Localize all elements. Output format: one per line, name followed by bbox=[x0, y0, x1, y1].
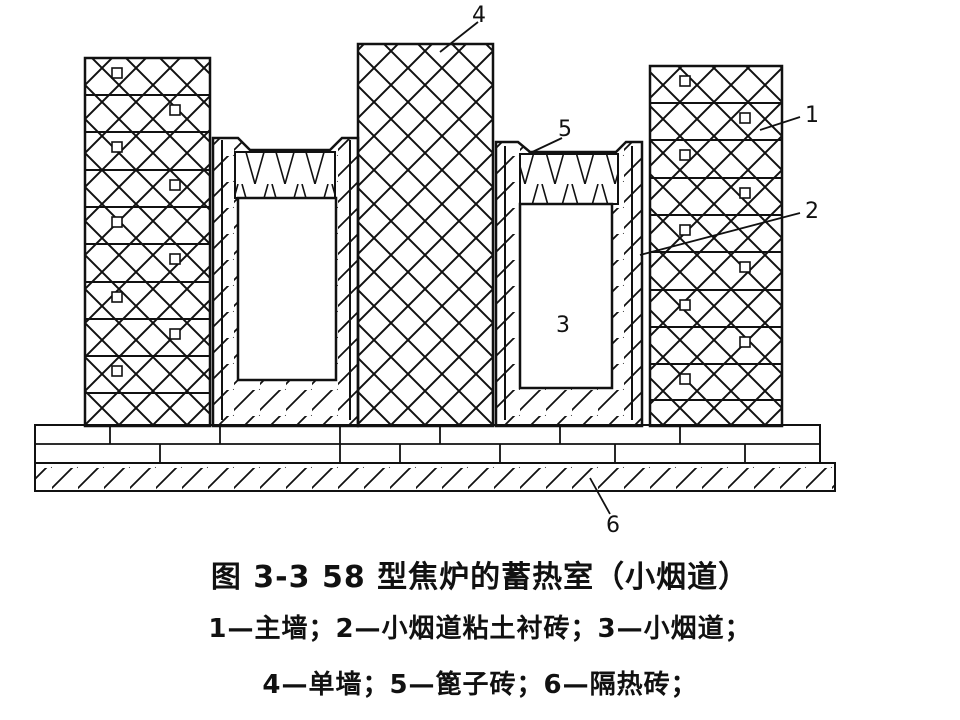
label-1: 1 bbox=[805, 103, 819, 128]
main-wall-right bbox=[648, 64, 784, 428]
single-wall-center bbox=[356, 42, 495, 428]
label-3: 3 bbox=[556, 313, 570, 338]
label-6: 6 bbox=[606, 513, 620, 538]
figure-legend-line-2: 4—单墙；5—篦子砖；6—隔热砖； bbox=[262, 670, 698, 700]
figure-legend-line-1: 1—主墙；2—小烟道粘土衬砖；3—小烟道； bbox=[208, 614, 752, 644]
label-4: 4 bbox=[472, 3, 486, 28]
figure-caption-title: 图 3-3 58 型焦炉的蓄热室（小烟道） bbox=[210, 560, 750, 595]
main-wall-left bbox=[83, 56, 212, 428]
label-5: 5 bbox=[558, 117, 572, 142]
regenerator-diagram: 4 5 1 2 3 6 bbox=[34, 3, 836, 538]
small-flue-right bbox=[494, 140, 644, 428]
insulating-brick-layer bbox=[34, 424, 836, 492]
small-flue-left bbox=[211, 136, 360, 428]
leader-lines bbox=[439, 21, 801, 515]
label-2: 2 bbox=[805, 199, 819, 224]
